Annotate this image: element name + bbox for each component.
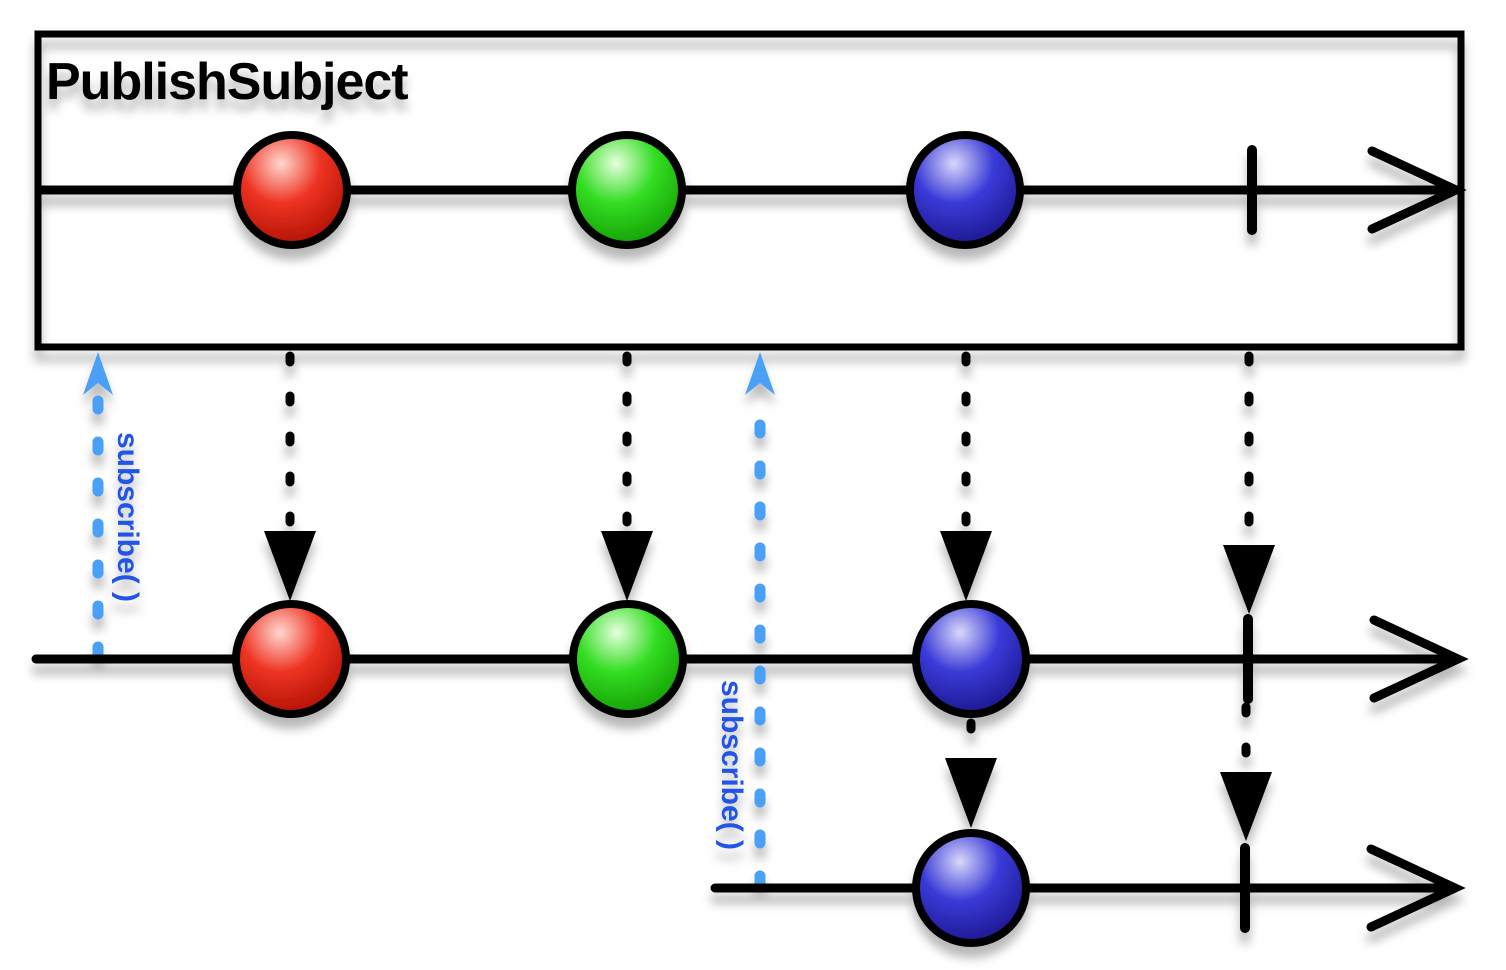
source-marble-blue [906,131,1024,249]
emission-green-arrowhead-down-icon [601,531,653,601]
emission-red-arrowhead-down-icon [264,531,316,601]
observer2-timeline-arrowhead [1366,844,1466,932]
observer1-marble-red [232,600,350,718]
emission-blue2-arrowhead-down-icon [945,758,997,828]
emission-blue-arrowhead-down-icon [940,531,992,601]
diagram-layer: subscribe( ) subscribe( ) PublishSubject [31,30,1469,947]
emission-complete-arrowhead-down-icon [1223,545,1275,614]
observer1-timeline-arrowhead [1369,615,1469,703]
emission-complete2-arrowhead-down-icon [1220,772,1272,841]
source-timeline-arrowhead [1367,146,1467,234]
observer2-marble-blue [912,829,1030,947]
source-marble-green [568,131,686,249]
subscribe1-label: subscribe( ) [111,432,144,602]
subscribe1-arrowhead-up-icon [83,352,113,395]
subscribe-call-2: subscribe( ) [715,352,775,890]
source-box-title: PublishSubject [46,53,408,111]
observer1-marble-blue [912,600,1030,718]
source-marble-red [233,131,351,249]
subscribe2-label: subscribe( ) [715,680,748,850]
subscribe-call-1: subscribe( ) [83,352,144,661]
observer1-marble-green [569,600,687,718]
subscribe2-arrowhead-up-icon [745,352,775,395]
